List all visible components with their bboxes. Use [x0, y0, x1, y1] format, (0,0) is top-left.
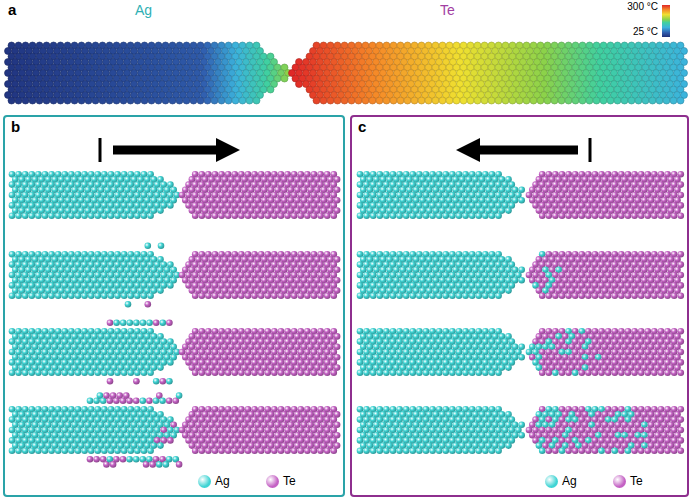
atom — [600, 97, 607, 104]
temperature-rod — [5, 42, 688, 104]
atom — [211, 97, 218, 104]
atom — [663, 97, 670, 104]
atom — [127, 97, 134, 104]
atom — [621, 97, 628, 104]
atom — [418, 97, 425, 104]
atom — [670, 97, 677, 104]
atom — [425, 97, 432, 104]
atom — [572, 97, 579, 104]
atom — [155, 97, 162, 104]
atom — [516, 97, 523, 104]
atom — [176, 97, 183, 104]
atom — [190, 97, 197, 104]
atom — [8, 97, 15, 104]
atom — [488, 97, 495, 104]
atom — [120, 97, 127, 104]
atom — [239, 97, 246, 104]
atom — [362, 97, 369, 104]
atom — [656, 97, 663, 104]
atom — [404, 97, 411, 104]
atom — [183, 97, 190, 104]
atom — [614, 97, 621, 104]
atom — [397, 97, 404, 104]
atom — [15, 97, 22, 104]
atom — [85, 97, 92, 104]
atom — [432, 97, 439, 104]
atom — [579, 97, 586, 104]
atom — [43, 97, 50, 104]
atom — [106, 97, 113, 104]
atom — [134, 97, 141, 104]
atom — [296, 81, 303, 88]
atom — [530, 97, 537, 104]
atom — [502, 97, 509, 104]
atom — [327, 97, 334, 104]
atom — [523, 97, 530, 104]
atom — [197, 97, 204, 104]
atom — [544, 97, 551, 104]
atom — [649, 97, 656, 104]
atom — [169, 97, 176, 104]
atom — [607, 97, 614, 104]
atom — [341, 97, 348, 104]
atom — [474, 97, 481, 104]
atom — [253, 97, 260, 104]
atom — [537, 97, 544, 104]
atom — [141, 97, 148, 104]
atom — [460, 97, 467, 104]
atom — [376, 97, 383, 104]
atom — [334, 97, 341, 104]
atom — [22, 97, 29, 104]
atom — [628, 97, 635, 104]
color-bar — [662, 5, 670, 37]
atom — [642, 97, 649, 104]
atom — [162, 97, 169, 104]
atom — [50, 97, 57, 104]
atom — [558, 97, 565, 104]
atom — [225, 97, 232, 104]
atom — [565, 97, 572, 104]
atom — [586, 97, 593, 104]
atom — [29, 97, 36, 104]
atom — [218, 97, 225, 104]
atom — [411, 97, 418, 104]
atom — [369, 97, 376, 104]
atom — [551, 97, 558, 104]
atom — [99, 97, 106, 104]
atom — [348, 97, 355, 104]
atom — [677, 97, 684, 104]
atom — [281, 75, 288, 82]
atom — [113, 97, 120, 104]
atom — [232, 97, 239, 104]
atom — [64, 97, 71, 104]
atom — [267, 86, 274, 93]
atom — [246, 97, 253, 104]
atom — [355, 97, 362, 104]
atom — [57, 97, 64, 104]
atom — [509, 97, 516, 104]
atom — [148, 97, 155, 104]
atom — [204, 97, 211, 104]
atom — [481, 97, 488, 104]
atom — [313, 97, 320, 104]
atom — [78, 97, 85, 104]
atom — [36, 97, 43, 104]
atom — [446, 97, 453, 104]
atom — [593, 97, 600, 104]
atom — [635, 97, 642, 104]
atom — [439, 97, 446, 104]
atom — [453, 97, 460, 104]
atom — [383, 97, 390, 104]
atom — [92, 97, 99, 104]
atom — [390, 97, 397, 104]
atom — [495, 97, 502, 104]
atom — [320, 97, 327, 104]
atom — [467, 97, 474, 104]
atom — [71, 97, 78, 104]
